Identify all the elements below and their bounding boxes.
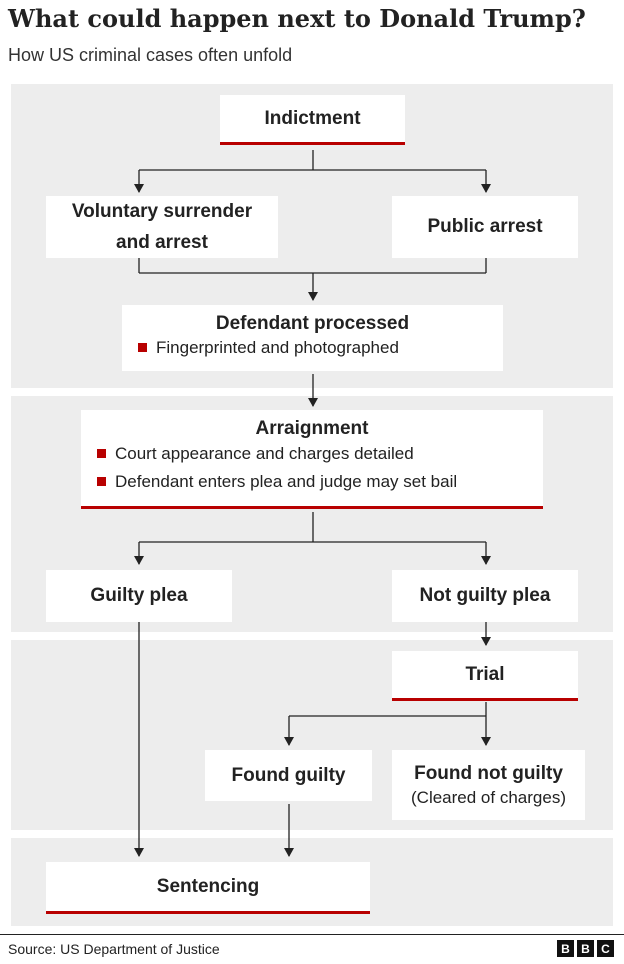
found-guilty-label: Found guilty (231, 764, 346, 786)
trial-box: Trial (392, 651, 578, 701)
bullet-text: Fingerprinted and photographed (156, 337, 399, 357)
bullet-square-icon (97, 449, 106, 459)
bullet-item: Fingerprinted and photographed (138, 338, 503, 358)
bullet-item: Defendant enters plea and judge may set … (97, 472, 543, 492)
defendant-processed-title: Defendant processed (215, 313, 410, 334)
found-not-guilty-box: Found not guilty (Cleared of charges) (392, 750, 585, 820)
bullet-square-icon (97, 477, 106, 487)
indictment-label: Indictment (264, 107, 361, 129)
logo-letter: B (557, 940, 574, 957)
bullet-text: Court appearance and charges detailed (115, 443, 414, 463)
public-arrest-box: Public arrest (392, 196, 578, 258)
found-not-guilty-note: (Cleared of charges) (411, 787, 566, 807)
found-guilty-box: Found guilty (205, 750, 372, 801)
voluntary-surrender-label: Voluntary surrender and arrest (71, 201, 253, 253)
defendant-processed-box: Defendant processed Fingerprinted and ph… (122, 305, 503, 371)
bbc-logo: B B C (557, 940, 614, 957)
bullet-item: Court appearance and charges detailed (97, 444, 543, 464)
guilty-plea-label: Guilty plea (90, 585, 188, 607)
source-note: Source: US Department of Justice (8, 941, 220, 957)
guilty-plea-box: Guilty plea (46, 570, 232, 622)
trial-label: Trial (465, 663, 505, 685)
logo-letter: B (577, 940, 594, 957)
sentencing-box: Sentencing (46, 862, 370, 914)
found-not-guilty-title: Found not guilty (414, 763, 563, 784)
chart-title: What could happen next to Donald Trump? (8, 4, 586, 33)
voluntary-surrender-box: Voluntary surrender and arrest (46, 196, 278, 258)
logo-letter: C (597, 940, 614, 957)
arraignment-title: Arraignment (255, 418, 369, 439)
indictment-box: Indictment (220, 95, 405, 145)
sentencing-label: Sentencing (156, 875, 260, 897)
public-arrest-label: Public arrest (427, 216, 543, 238)
not-guilty-plea-label: Not guilty plea (419, 585, 551, 607)
bullet-square-icon (138, 343, 147, 353)
chart-subtitle: How US criminal cases often unfold (8, 45, 293, 65)
not-guilty-plea-box: Not guilty plea (392, 570, 578, 622)
bullet-text: Defendant enters plea and judge may set … (115, 471, 458, 491)
arraignment-box: Arraignment Court appearance and charges… (81, 410, 543, 509)
footer-divider (0, 934, 624, 935)
